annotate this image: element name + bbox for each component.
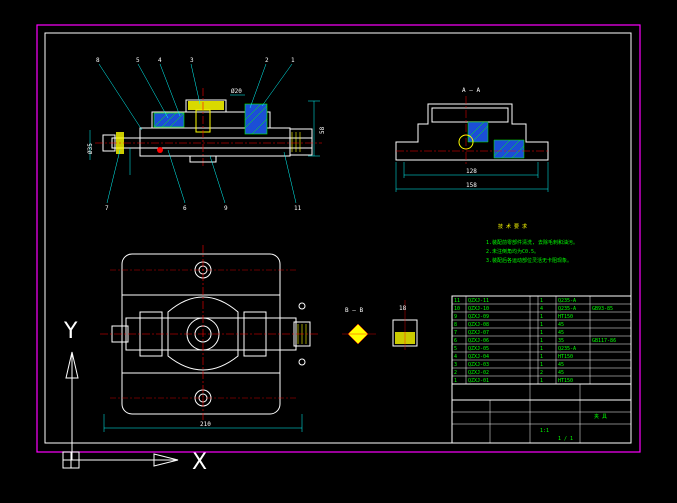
bom-cell-qty: 1 <box>540 378 543 384</box>
bom-cell-qty: 1 <box>540 346 543 352</box>
bom-cell-qty: 1 <box>540 330 543 336</box>
tech-req-line-3: 3.装配后各运动部位灵活无卡阻现象。 <box>486 257 572 264</box>
section-a-a-view: A — A 128 158 <box>395 87 550 192</box>
tech-req-line-1: 1.装配前零部件清洗, 去除毛刺和油污。 <box>486 239 578 246</box>
balloon-3: 3 <box>190 57 194 64</box>
bom-cell-code: QZXJ-07 <box>468 330 489 336</box>
section-label-aa: A — A <box>462 87 480 94</box>
balloon-6: 6 <box>183 205 187 212</box>
bom-cell-mat: Q235-A <box>558 298 576 304</box>
bom-cell-no: 2 <box>454 370 457 376</box>
drawing-frame <box>44 32 632 444</box>
bom-cell-mat: HT150 <box>558 378 573 384</box>
bom-cell-code: QZXJ-06 <box>468 338 489 344</box>
tech-req-line-2: 2.未注倒角均为C0.5。 <box>486 248 539 255</box>
bom-cell-mat: Q235-A <box>558 346 576 352</box>
bom-cell-code: QZXJ-02 <box>468 370 489 376</box>
bom-cell-qty: 1 <box>540 322 543 328</box>
front-view: 58 Ø20 Ø35 <box>87 63 326 204</box>
ucs-y-label: Y <box>63 319 78 344</box>
dim-bore-dia: Ø35 <box>87 143 94 154</box>
balloon-5: 5 <box>136 57 140 64</box>
bom-cell-mat: 45 <box>558 322 564 328</box>
balloon-9: 9 <box>224 205 228 212</box>
bom-cell-qty: 1 <box>540 314 543 320</box>
dim-section-inner: 128 <box>466 168 477 175</box>
dim-top-width: 210 <box>200 421 211 428</box>
bom-cell-code: QZXJ-09 <box>468 314 489 320</box>
balloon-1: 1 <box>291 57 295 64</box>
bom-cell-no: 6 <box>454 338 457 344</box>
bom-cell-no: 5 <box>454 346 457 352</box>
bom-cell-qty: 1 <box>540 338 543 344</box>
dim-bb-width: 18 <box>399 305 407 312</box>
top-view: 210 <box>100 245 320 432</box>
bom-cell-no: 7 <box>454 330 457 336</box>
bom-cell-code: QZXJ-05 <box>468 346 489 352</box>
technical-requirements: 技 术 要 求 1.装配前零部件清洗, 去除毛刺和油污。 2.未注倒角均为C0.… <box>486 223 578 264</box>
dim-front-height: 58 <box>319 126 326 134</box>
bom-cell-no: 9 <box>454 314 457 320</box>
bom-cell-std: GB117-86 <box>592 338 616 344</box>
bom-cell-code: QZXJ-03 <box>468 362 489 368</box>
section-b-b-view: B — B 18 <box>342 300 418 350</box>
bom-cell-code: QZXJ-11 <box>468 298 489 304</box>
bom-cell-qty: 2 <box>540 370 543 376</box>
section-label-bb: B — B <box>345 307 363 314</box>
dim-small-dia: Ø20 <box>231 88 242 95</box>
bom-cell-no: 1 <box>454 378 457 384</box>
balloon-8: 8 <box>96 57 100 64</box>
bom-cell-no: 8 <box>454 322 457 328</box>
bom-cell-mat: 45 <box>558 370 564 376</box>
bom-cell-code: QZXJ-08 <box>468 322 489 328</box>
bom-cell-code: QZXJ-04 <box>468 354 489 360</box>
bom-cell-qty: 4 <box>540 306 543 312</box>
title-block: 夹 具 1:1 1 / 1 <box>451 383 632 444</box>
bom-cell-code: QZXJ-01 <box>468 378 489 384</box>
bom-cell-no: 10 <box>454 306 460 312</box>
bom-cell-mat: Q235-A <box>558 306 576 312</box>
bom-cell-qty: 1 <box>540 354 543 360</box>
balloon-7: 7 <box>105 205 109 212</box>
ucs-x-label: X <box>192 450 207 475</box>
dim-section-outer: 158 <box>466 182 477 189</box>
bom-cell-qty: 1 <box>540 362 543 368</box>
balloon-2: 2 <box>265 57 269 64</box>
drawing-scale: 1:1 <box>540 428 549 434</box>
sheet-border <box>36 24 641 453</box>
bom-cell-mat: 45 <box>558 362 564 368</box>
bom-cell-std: GB93-85 <box>592 306 613 312</box>
bom-cell-no: 4 <box>454 354 457 360</box>
tech-req-title: 技 术 要 求 <box>498 223 527 230</box>
bom-cell-mat: 45 <box>558 330 564 336</box>
bom-cell-mat: HT150 <box>558 314 573 320</box>
balloon-4: 4 <box>158 57 162 64</box>
bom-cell-mat: 35 <box>558 338 564 344</box>
balloon-11: 11 <box>294 205 302 212</box>
drawing-sheet: 1 / 1 <box>558 436 573 442</box>
drawing-name: 夹 具 <box>594 413 607 420</box>
bom-cell-mat: HT150 <box>558 354 573 360</box>
bom-cell-code: QZXJ-10 <box>468 306 489 312</box>
bom-cell-no: 3 <box>454 362 457 368</box>
bom-cell-no: 11 <box>454 298 460 304</box>
bom-cell-qty: 1 <box>540 298 543 304</box>
ucs-axis-icon: Y X <box>62 319 207 475</box>
